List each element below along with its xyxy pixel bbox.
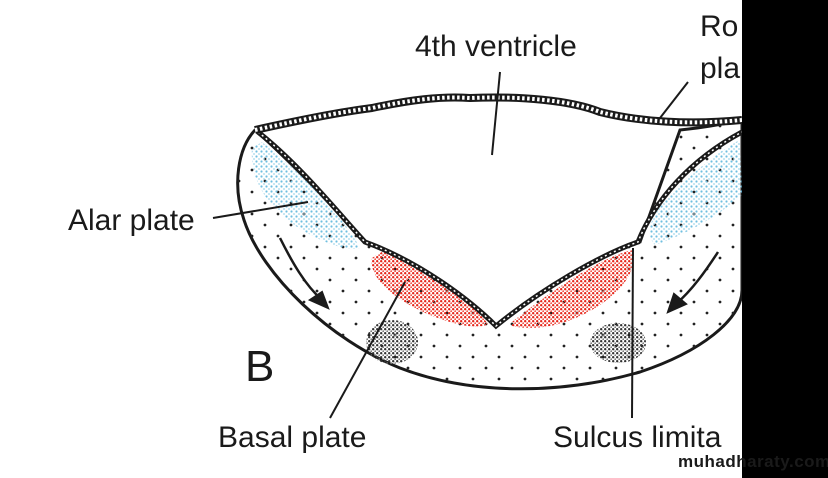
nucleus-left <box>366 320 418 364</box>
migration-arrowhead-right <box>666 292 688 314</box>
label-roof-plate-1: Ro <box>700 10 738 43</box>
nucleus-right <box>590 323 646 363</box>
leader-sulcus-limitans <box>631 247 634 419</box>
leader-ventricle <box>491 71 501 156</box>
label-alar-plate: Alar plate <box>68 204 195 237</box>
mantle-dots <box>237 120 742 389</box>
side-bar <box>742 0 828 478</box>
basal-plate-left <box>371 250 488 327</box>
diagram-canvas: 4th ventricle Ro pla Alar plate Basal pl… <box>68 10 742 454</box>
leader-basal-plate <box>329 281 406 419</box>
leader-roof-plate <box>659 81 689 119</box>
label-roof-plate-2: pla <box>700 52 740 85</box>
roof-plate-ticks <box>254 95 742 132</box>
basal-plate-right <box>512 250 634 329</box>
label-basal-plate: Basal plate <box>218 421 366 454</box>
label-4th-ventricle: 4th ventricle <box>415 30 577 63</box>
leader-alar-plate <box>212 201 309 219</box>
watermark: muhadharaty.com <box>678 452 828 471</box>
migration-arrowhead-left <box>307 290 330 310</box>
alar-plate-left <box>251 142 360 249</box>
label-sulcus-limitans: Sulcus limita <box>553 421 722 454</box>
roof-plate <box>254 93 742 134</box>
panel-letter: B <box>245 342 274 391</box>
ventricle-floor-inner <box>257 131 742 328</box>
alar-plate-right <box>649 140 742 245</box>
